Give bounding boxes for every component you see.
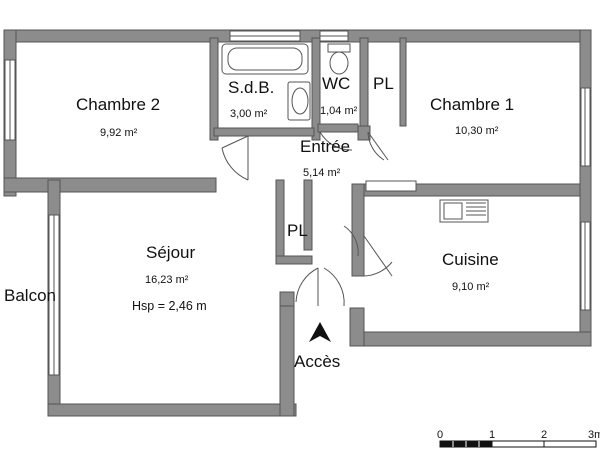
- room-name-pl-top: PL: [373, 74, 394, 93]
- room-name-chambre-2: Chambre 2: [76, 95, 160, 114]
- windows: [4, 30, 591, 376]
- room-name-sejour: Séjour: [146, 243, 195, 262]
- room-area-chambre-2: 9,92 m²: [100, 127, 138, 139]
- scale-tick-1: 1: [489, 429, 495, 441]
- room-area-wc: 1,04 m²: [320, 105, 358, 117]
- scale-tick-0: 0: [437, 429, 443, 441]
- room-area-cuisine: 9,10 m²: [452, 281, 490, 293]
- scale-tick-2: 2: [541, 429, 547, 441]
- kitchen-counter: [365, 180, 417, 192]
- room-name-balcon: Balcon: [4, 286, 56, 305]
- room-area-sdb: 3,00 m²: [230, 108, 268, 120]
- room-name-cuisine: Cuisine: [442, 250, 499, 269]
- kitchen-sink: [439, 199, 489, 223]
- scale-tick-3: 3m: [588, 429, 600, 441]
- bathtub: [221, 43, 309, 75]
- room-name-chambre-1: Chambre 1: [430, 95, 514, 114]
- entrance-label: Accès: [294, 352, 340, 371]
- room-area-chambre-1: 10,30 m²: [455, 125, 499, 137]
- room-area-entree: 5,14 m²: [303, 167, 341, 179]
- room-labels: Chambre 2 9,92 m² S.d.B. 3,00 m² WC 1,04…: [4, 74, 514, 371]
- room-name-sdb: S.d.B.: [228, 78, 274, 97]
- ceiling-height: Hsp = 2,46 m: [132, 299, 207, 313]
- entrance-arrow-icon: [309, 322, 331, 342]
- room-area-sejour: 16,23 m²: [145, 274, 189, 286]
- doors: [221, 131, 393, 307]
- room-name-wc: WC: [322, 74, 350, 93]
- scale-bar: 0 1 2 3m: [437, 429, 600, 448]
- toilet: [327, 43, 351, 75]
- room-name-pl-mid: PL: [287, 221, 308, 240]
- room-name-entree: Entrée: [300, 137, 350, 156]
- washbasin: [287, 81, 311, 121]
